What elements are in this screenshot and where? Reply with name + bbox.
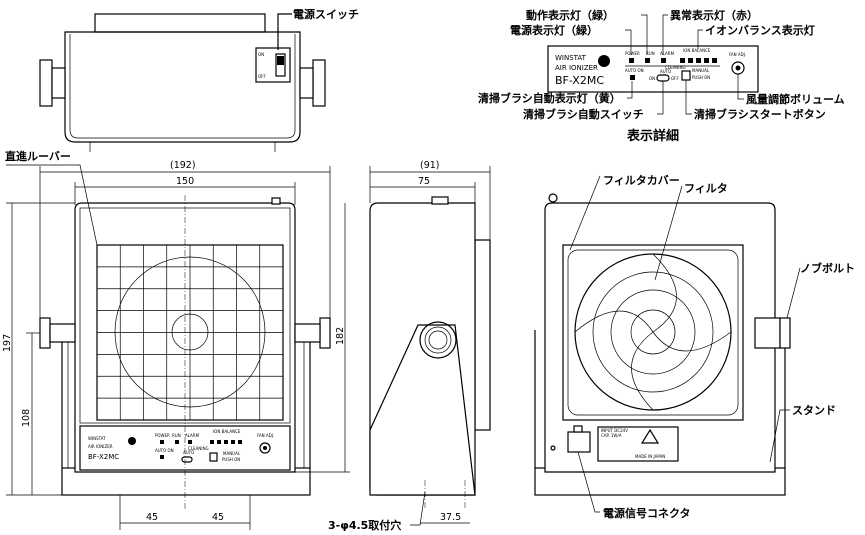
svg-text:BF-X2MC: BF-X2MC <box>88 453 119 461</box>
dim-overall-height: 197 <box>2 334 13 352</box>
top-view: ON OFF <box>39 13 326 152</box>
rear-knob-bolt <box>754 317 781 349</box>
label-brush-start-button: 清掃ブラシスタートボタン <box>694 107 826 121</box>
svg-text:INPUT DC24V: INPUT DC24V <box>601 428 628 433</box>
svg-text:RUN: RUN <box>646 51 655 56</box>
knob-left <box>39 59 53 107</box>
svg-text:CLEANING: CLEANING <box>665 65 686 70</box>
front-knob-left <box>39 317 51 349</box>
svg-text:PUSH ON: PUSH ON <box>222 457 240 462</box>
svg-text:MADE IN JAPAN: MADE IN JAPAN <box>635 454 665 459</box>
svg-text:MANUAL: MANUAL <box>692 68 710 73</box>
dim-hole-pitch-right: 45 <box>212 512 224 523</box>
front-view: WINSTAT AIR IONIZER BF-X2MC POWER RUN AL… <box>6 164 331 510</box>
svg-text:MANUAL: MANUAL <box>223 451 241 456</box>
svg-text:ALARM: ALARM <box>660 51 675 56</box>
svg-text:FAN ADJ.: FAN ADJ. <box>257 433 274 438</box>
side-knob <box>419 321 457 359</box>
svg-text:CAP. 1W/A: CAP. 1W/A <box>601 433 622 438</box>
svg-text:RUN: RUN <box>172 433 181 438</box>
label-brush-auto-switch: 清掃ブラシ自動スイッチ <box>523 107 644 121</box>
dim-body-height: 182 <box>335 327 346 345</box>
svg-text:AIR IONIZER: AIR IONIZER <box>555 64 598 72</box>
dim-body-width: 150 <box>176 176 194 187</box>
dim-overall-depth: (91) <box>420 160 440 171</box>
label-louver: 直進ルーバー <box>5 149 71 163</box>
svg-text:ALARM: ALARM <box>185 433 200 438</box>
label-knob-bolt: ノブボルト <box>800 261 855 275</box>
label-alarm-led: 異常表示灯（赤） <box>670 8 758 22</box>
detail-title: 表示詳細 <box>626 128 679 144</box>
label-fan-volume: 風量調節ボリューム <box>746 92 845 106</box>
svg-text:AUTO ON: AUTO ON <box>625 68 644 73</box>
display-detail: WINSTAT AIR IONIZER BF-X2MC POWER RUN AL… <box>547 14 759 115</box>
label-brush-auto-led: 清掃ブラシ自動表示灯（黄） <box>478 91 621 105</box>
dim-body-depth: 75 <box>418 176 430 187</box>
label-stand: スタンド <box>792 404 836 417</box>
svg-text:BF-X2MC: BF-X2MC <box>555 74 604 87</box>
svg-text:FAN ADJ.: FAN ADJ. <box>729 52 746 57</box>
label-mount-holes: 3-φ4.5取付穴 <box>328 518 401 532</box>
label-run-led: 動作表示灯（緑） <box>526 8 614 22</box>
dim-stand-height: 108 <box>21 409 32 427</box>
side-view <box>369 166 491 526</box>
brush-auto-switch[interactable] <box>656 74 670 82</box>
svg-text:POWER: POWER <box>625 51 640 56</box>
knob-right <box>312 59 326 107</box>
label-ion-balance-led: イオンバランス表示灯 <box>705 23 815 37</box>
dim-hole-pitch-left: 45 <box>146 512 158 523</box>
svg-text:PUSH ON: PUSH ON <box>692 75 710 80</box>
svg-text:WINSTAT: WINSTAT <box>88 436 106 441</box>
switch-on-label: ON <box>258 52 264 57</box>
front-dimensions <box>6 166 350 530</box>
rear-view: INPUT DC24V CAP. 1W/A MADE IN JAPAN <box>534 175 801 513</box>
switch-off-label: OFF <box>258 74 266 79</box>
svg-text:AUTO: AUTO <box>183 450 194 455</box>
svg-text:OFF: OFF <box>671 76 679 81</box>
svg-text:WINSTAT: WINSTAT <box>555 54 587 62</box>
svg-text:ION BALANCE: ION BALANCE <box>213 429 241 434</box>
label-filter-cover: フィルタカバー <box>603 174 680 187</box>
power-signal-connector <box>567 431 591 453</box>
top-body <box>64 31 301 143</box>
label-power-led: 電源表示灯（緑） <box>510 23 598 37</box>
dim-hole-offset: 37.5 <box>440 512 461 523</box>
svg-text:POWER: POWER <box>155 433 170 438</box>
svg-text:CLEANING: CLEANING <box>188 446 209 451</box>
label-power-switch: 電源スイッチ <box>293 7 359 21</box>
svg-text:ION BALANCE: ION BALANCE <box>683 48 711 53</box>
label-filter: フィルタ <box>684 182 728 195</box>
top-handle <box>94 13 266 33</box>
dim-overall-width: (192) <box>170 160 196 171</box>
svg-text:AUTO: AUTO <box>660 69 671 74</box>
svg-text:ON: ON <box>649 76 655 81</box>
svg-text:AIR IONIZER: AIR IONIZER <box>88 444 113 449</box>
front-knob-right <box>319 317 331 349</box>
svg-text:AUTO ON: AUTO ON <box>155 448 174 453</box>
label-connector: 電源信号コネクタ <box>603 506 691 520</box>
brush-start-button[interactable] <box>681 70 691 81</box>
